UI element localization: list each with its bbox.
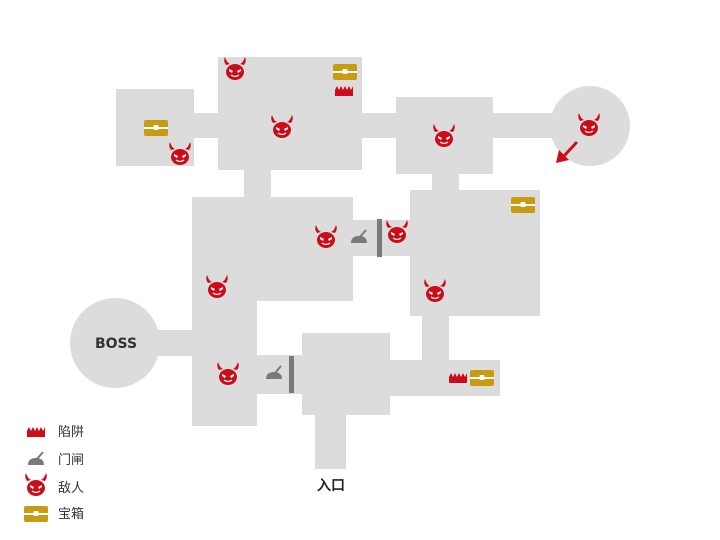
lever-icon xyxy=(27,451,45,466)
arrow-down-left-icon xyxy=(556,141,578,163)
gate-bar xyxy=(289,356,294,393)
corridor xyxy=(422,315,449,360)
spike-trap-icon xyxy=(27,427,45,437)
corridor xyxy=(244,169,271,198)
treasure-chest-icon xyxy=(511,197,535,213)
boss-room xyxy=(70,298,160,388)
room-central-south xyxy=(192,300,257,426)
legend-enemy-label: 敌人 xyxy=(58,481,84,496)
room-south xyxy=(302,333,390,415)
entrance-label: 入口 xyxy=(317,478,345,494)
treasure-chest-icon xyxy=(333,64,357,80)
boss-label: BOSS xyxy=(95,336,137,352)
gate-bar xyxy=(377,219,382,257)
treasure-chest-icon xyxy=(24,506,48,522)
treasure-chest-icon xyxy=(470,370,494,386)
legend: 陷阱 门闸 敌人 宝箱 xyxy=(24,425,84,522)
legend-chest-label: 宝箱 xyxy=(58,506,84,522)
legend-gate-label: 门闸 xyxy=(58,453,84,468)
corridor xyxy=(155,330,195,356)
enemy-icon xyxy=(24,472,48,497)
legend-trap-label: 陷阱 xyxy=(58,425,84,440)
treasure-chest-icon xyxy=(144,120,168,136)
corridor xyxy=(315,414,346,469)
corridor xyxy=(192,113,220,138)
corridor xyxy=(361,113,397,138)
corridor xyxy=(432,173,459,191)
